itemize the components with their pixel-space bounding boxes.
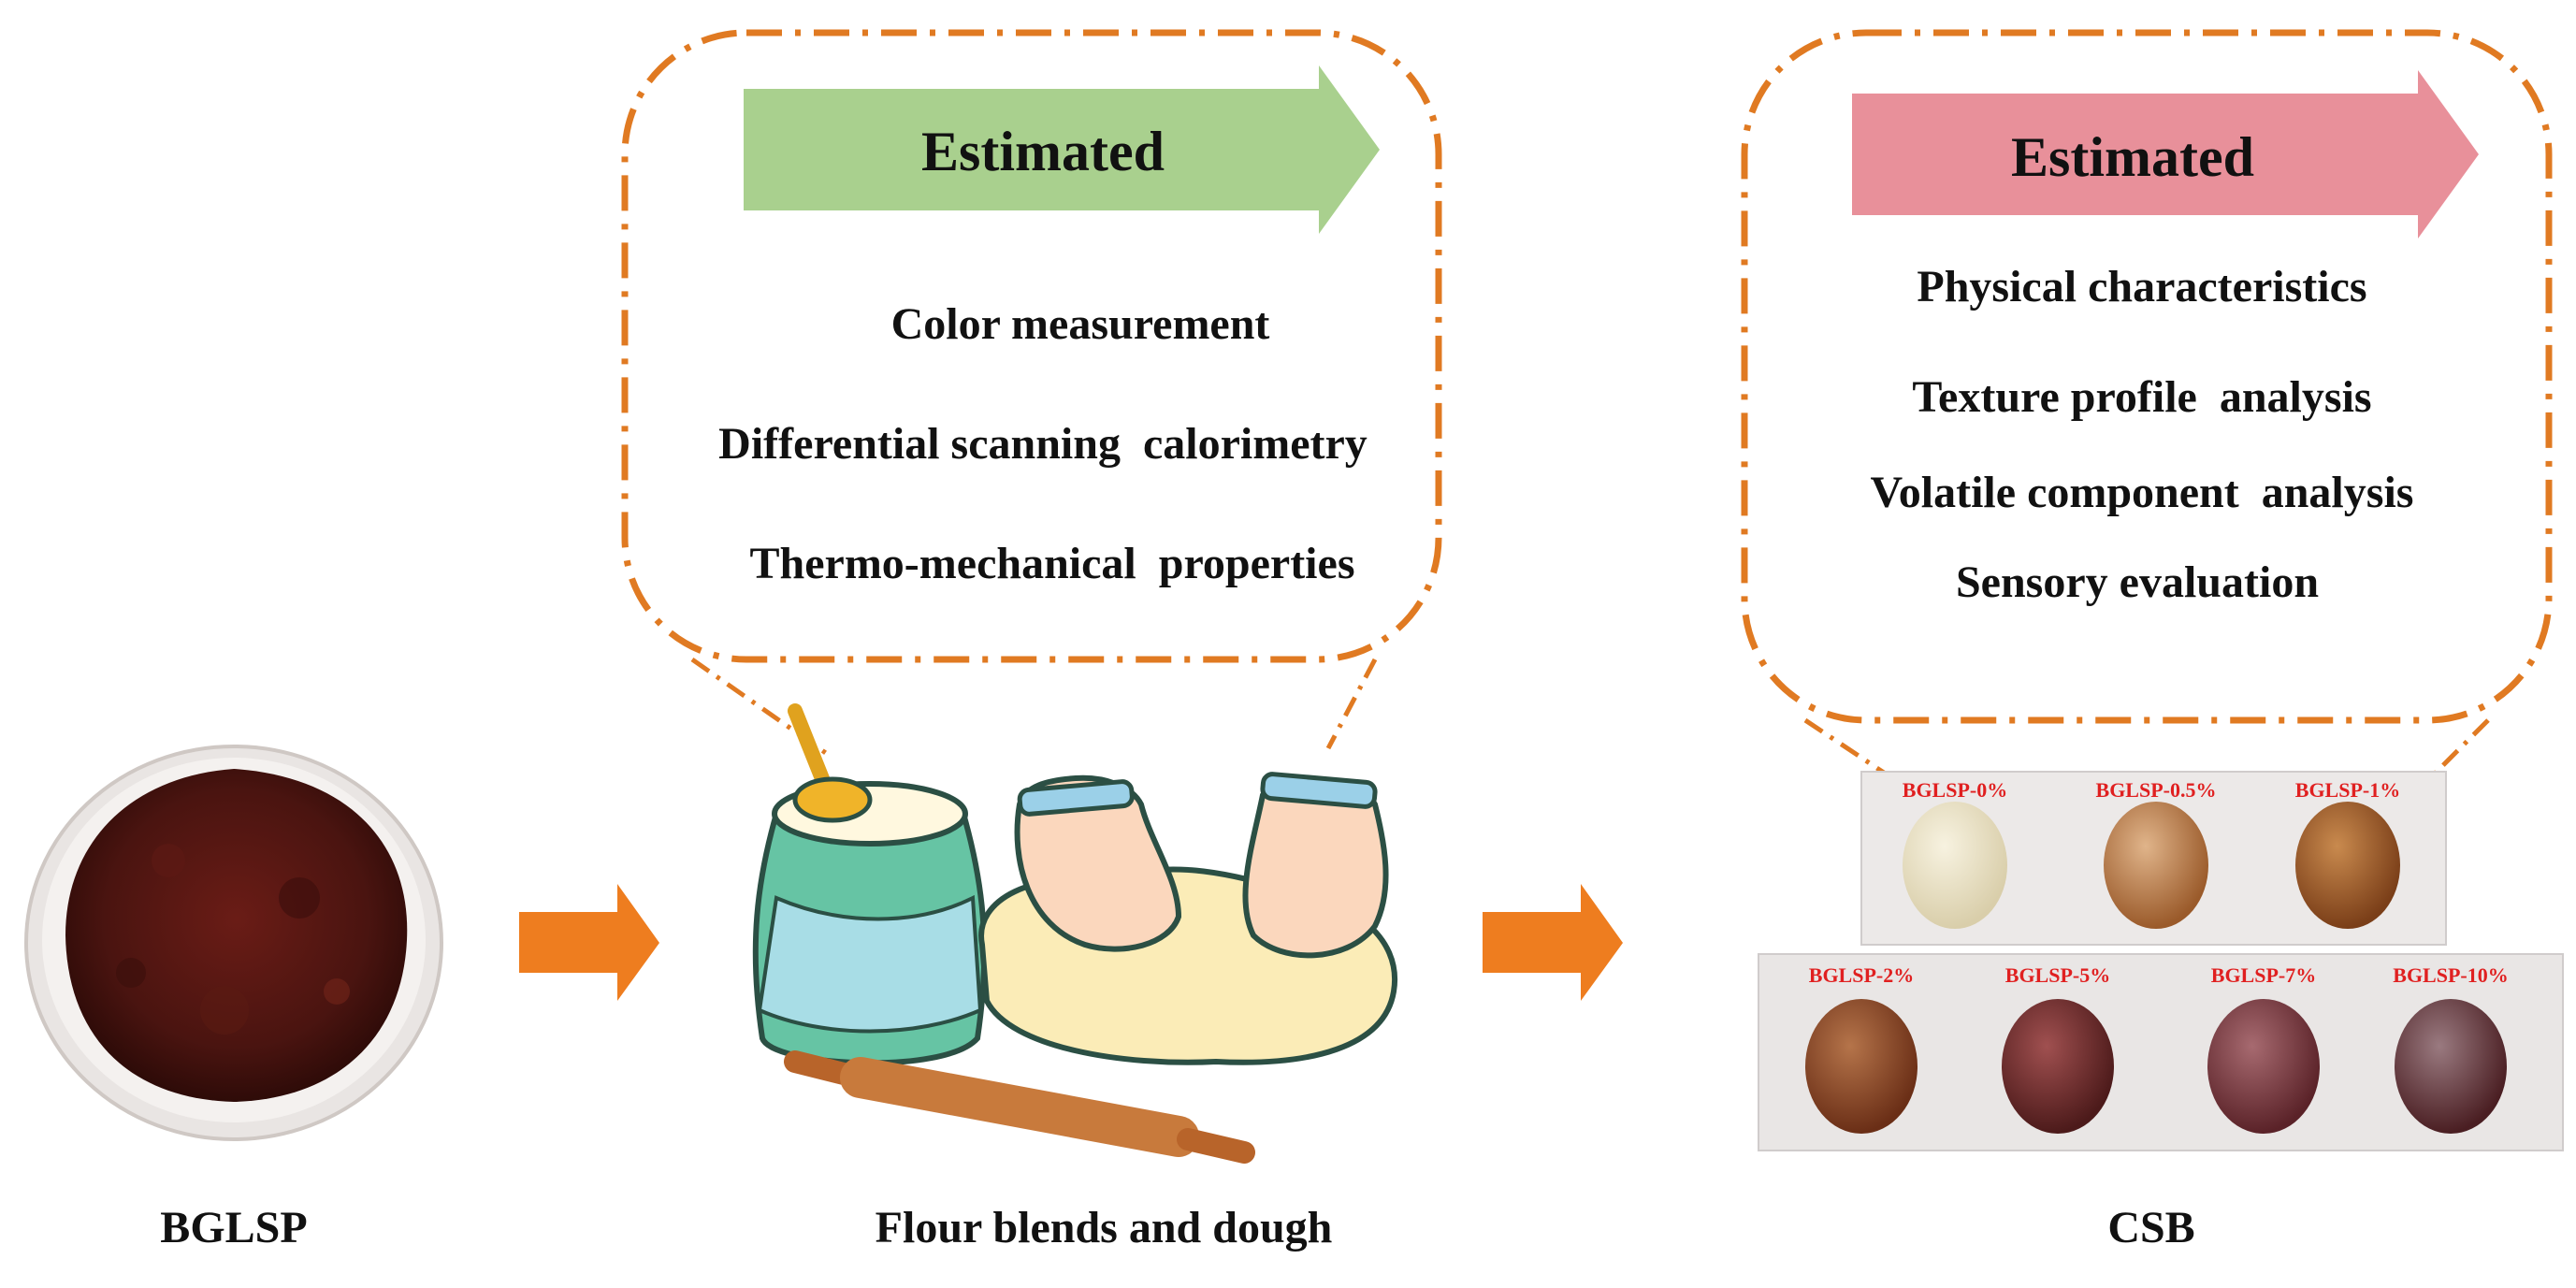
kneading-hands-icon <box>978 772 1398 1065</box>
sample-egg <box>2395 999 2507 1134</box>
sample-label: BGLSP-0% <box>1903 778 2007 802</box>
right-item-3: Volatile component analysis <box>1871 468 2414 517</box>
left-item-3: Thermo-mechanical properties <box>750 539 1355 588</box>
sample-egg <box>2207 999 2320 1134</box>
right-item-1: Physical characteristics <box>1917 262 2366 311</box>
right-estimated-label: Estimated <box>2011 126 2254 188</box>
sample-label: BGLSP-0.5% <box>2096 778 2217 802</box>
sample-label: BGLSP-10% <box>2393 963 2508 987</box>
right-arrow-icon <box>1483 884 1623 1001</box>
left-measurement-list: Color measurement Differential scanning … <box>718 299 1368 588</box>
left-item-1: Color measurement <box>891 299 1270 349</box>
left-estimated-arrow: Estimated <box>744 65 1380 234</box>
csb-label: CSB <box>2107 1203 2194 1252</box>
right-item-2: Texture profile analysis <box>1912 372 2371 422</box>
bglsp-label: BGLSP <box>160 1203 307 1252</box>
rolling-pin-icon <box>784 1050 1255 1164</box>
sample-egg <box>1805 999 1918 1134</box>
dough-label: Flour blends and dough <box>876 1203 1333 1252</box>
sample-egg <box>2104 802 2208 929</box>
sample-egg <box>2295 802 2400 929</box>
left-estimated-label: Estimated <box>921 121 1165 182</box>
right-estimated-arrow: Estimated <box>1852 70 2479 239</box>
sample-label: BGLSP-1% <box>2295 778 2400 802</box>
left-item-2: Differential scanning calorimetry <box>718 419 1368 469</box>
right-callout-box <box>1741 29 2553 779</box>
sample-label: BGLSP-2% <box>1809 963 1914 987</box>
sample-egg <box>2002 999 2114 1134</box>
flour-bowl-icon <box>752 703 988 1066</box>
csb-sample-photos: BGLSP-0% BGLSP-0.5% BGLSP-1% BGLSP-2% BG… <box>1758 771 2564 1151</box>
bglsp-powder-icon <box>24 745 443 1141</box>
right-arrow-icon <box>519 884 659 1001</box>
sample-label: BGLSP-7% <box>2211 963 2316 987</box>
sample-egg <box>1903 802 2007 929</box>
right-item-4: Sensory evaluation <box>1956 557 2319 607</box>
right-measurement-list: Physical characteristics Texture profile… <box>1871 262 2414 607</box>
sample-label: BGLSP-5% <box>2005 963 2110 987</box>
